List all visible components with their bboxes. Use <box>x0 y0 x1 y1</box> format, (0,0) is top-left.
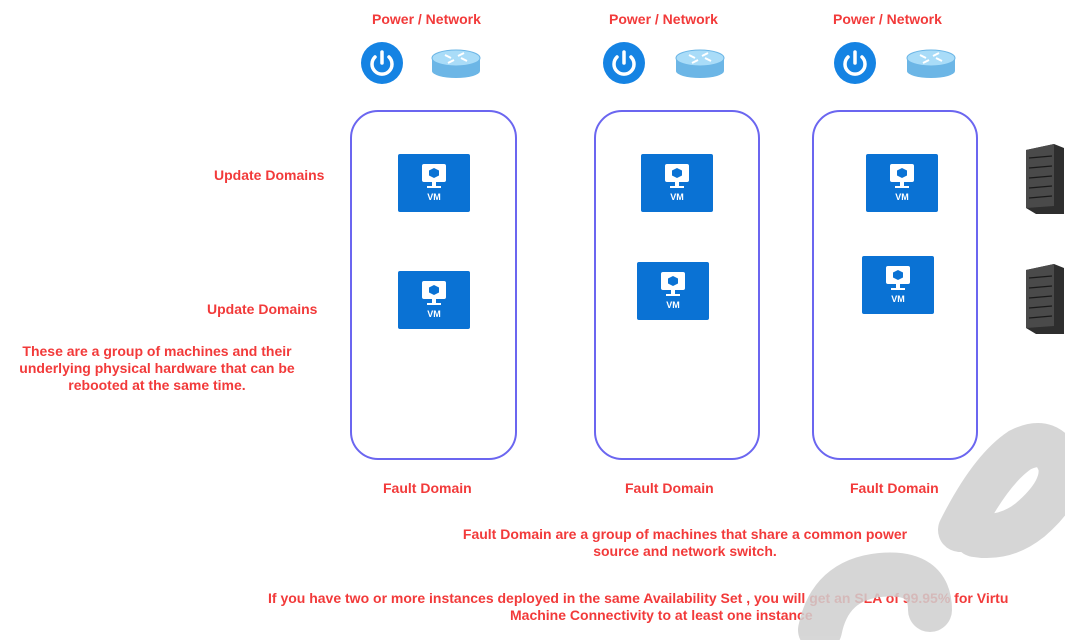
vm-label: VM <box>427 309 441 319</box>
update-domain-description: These are a group of machines and their … <box>0 343 314 394</box>
sla-description: If you have two or more instances deploy… <box>268 590 1065 624</box>
update-domains-label-1: Update Domains <box>214 167 325 183</box>
update-domains-label-2: Update Domains <box>207 301 318 317</box>
description-line: Fault Domain are a group of machines tha… <box>462 526 908 542</box>
router-icon <box>675 49 725 78</box>
fault-domain-box-1 <box>350 110 517 460</box>
vm-label: VM <box>666 300 680 310</box>
server-rack-icon <box>1026 144 1064 214</box>
description-line: source and network switch. <box>593 543 777 559</box>
fault-domain-label-2: Fault Domain <box>625 480 714 496</box>
vm-icon: VM <box>398 154 470 212</box>
power-network-label-3: Power / Network <box>833 11 942 27</box>
fault-domain-box-3 <box>812 110 978 460</box>
description-line: rebooted at the same time. <box>68 377 246 393</box>
description-line: These are a group of machines and their <box>22 343 292 359</box>
vm-label: VM <box>895 192 909 202</box>
power-network-label-2: Power / Network <box>609 11 718 27</box>
vm-label: VM <box>891 294 905 304</box>
fault-domain-description: Fault Domain are a group of machines tha… <box>430 526 940 560</box>
vm-icon: VM <box>641 154 713 212</box>
description-line: underlying physical hardware that can be <box>19 360 295 376</box>
vm-label: VM <box>427 192 441 202</box>
vm-icon: VM <box>398 271 470 329</box>
router-icon <box>906 49 956 78</box>
vm-icon: VM <box>866 154 938 212</box>
power-network-label-1: Power / Network <box>372 11 481 27</box>
fault-domain-label-3: Fault Domain <box>850 480 939 496</box>
power-icon <box>603 42 645 84</box>
description-line: If you have two or more instances deploy… <box>268 590 1009 606</box>
vm-icon: VM <box>637 262 709 320</box>
server-rack-icon <box>1026 264 1064 334</box>
power-icon <box>834 42 876 84</box>
power-icon <box>361 42 403 84</box>
description-line: Machine Connectivity to at least one ins… <box>510 607 813 623</box>
vm-icon: VM <box>862 256 934 314</box>
vm-label: VM <box>670 192 684 202</box>
fault-domain-label-1: Fault Domain <box>383 480 472 496</box>
fault-domain-box-2 <box>594 110 760 460</box>
router-icon <box>431 49 481 78</box>
